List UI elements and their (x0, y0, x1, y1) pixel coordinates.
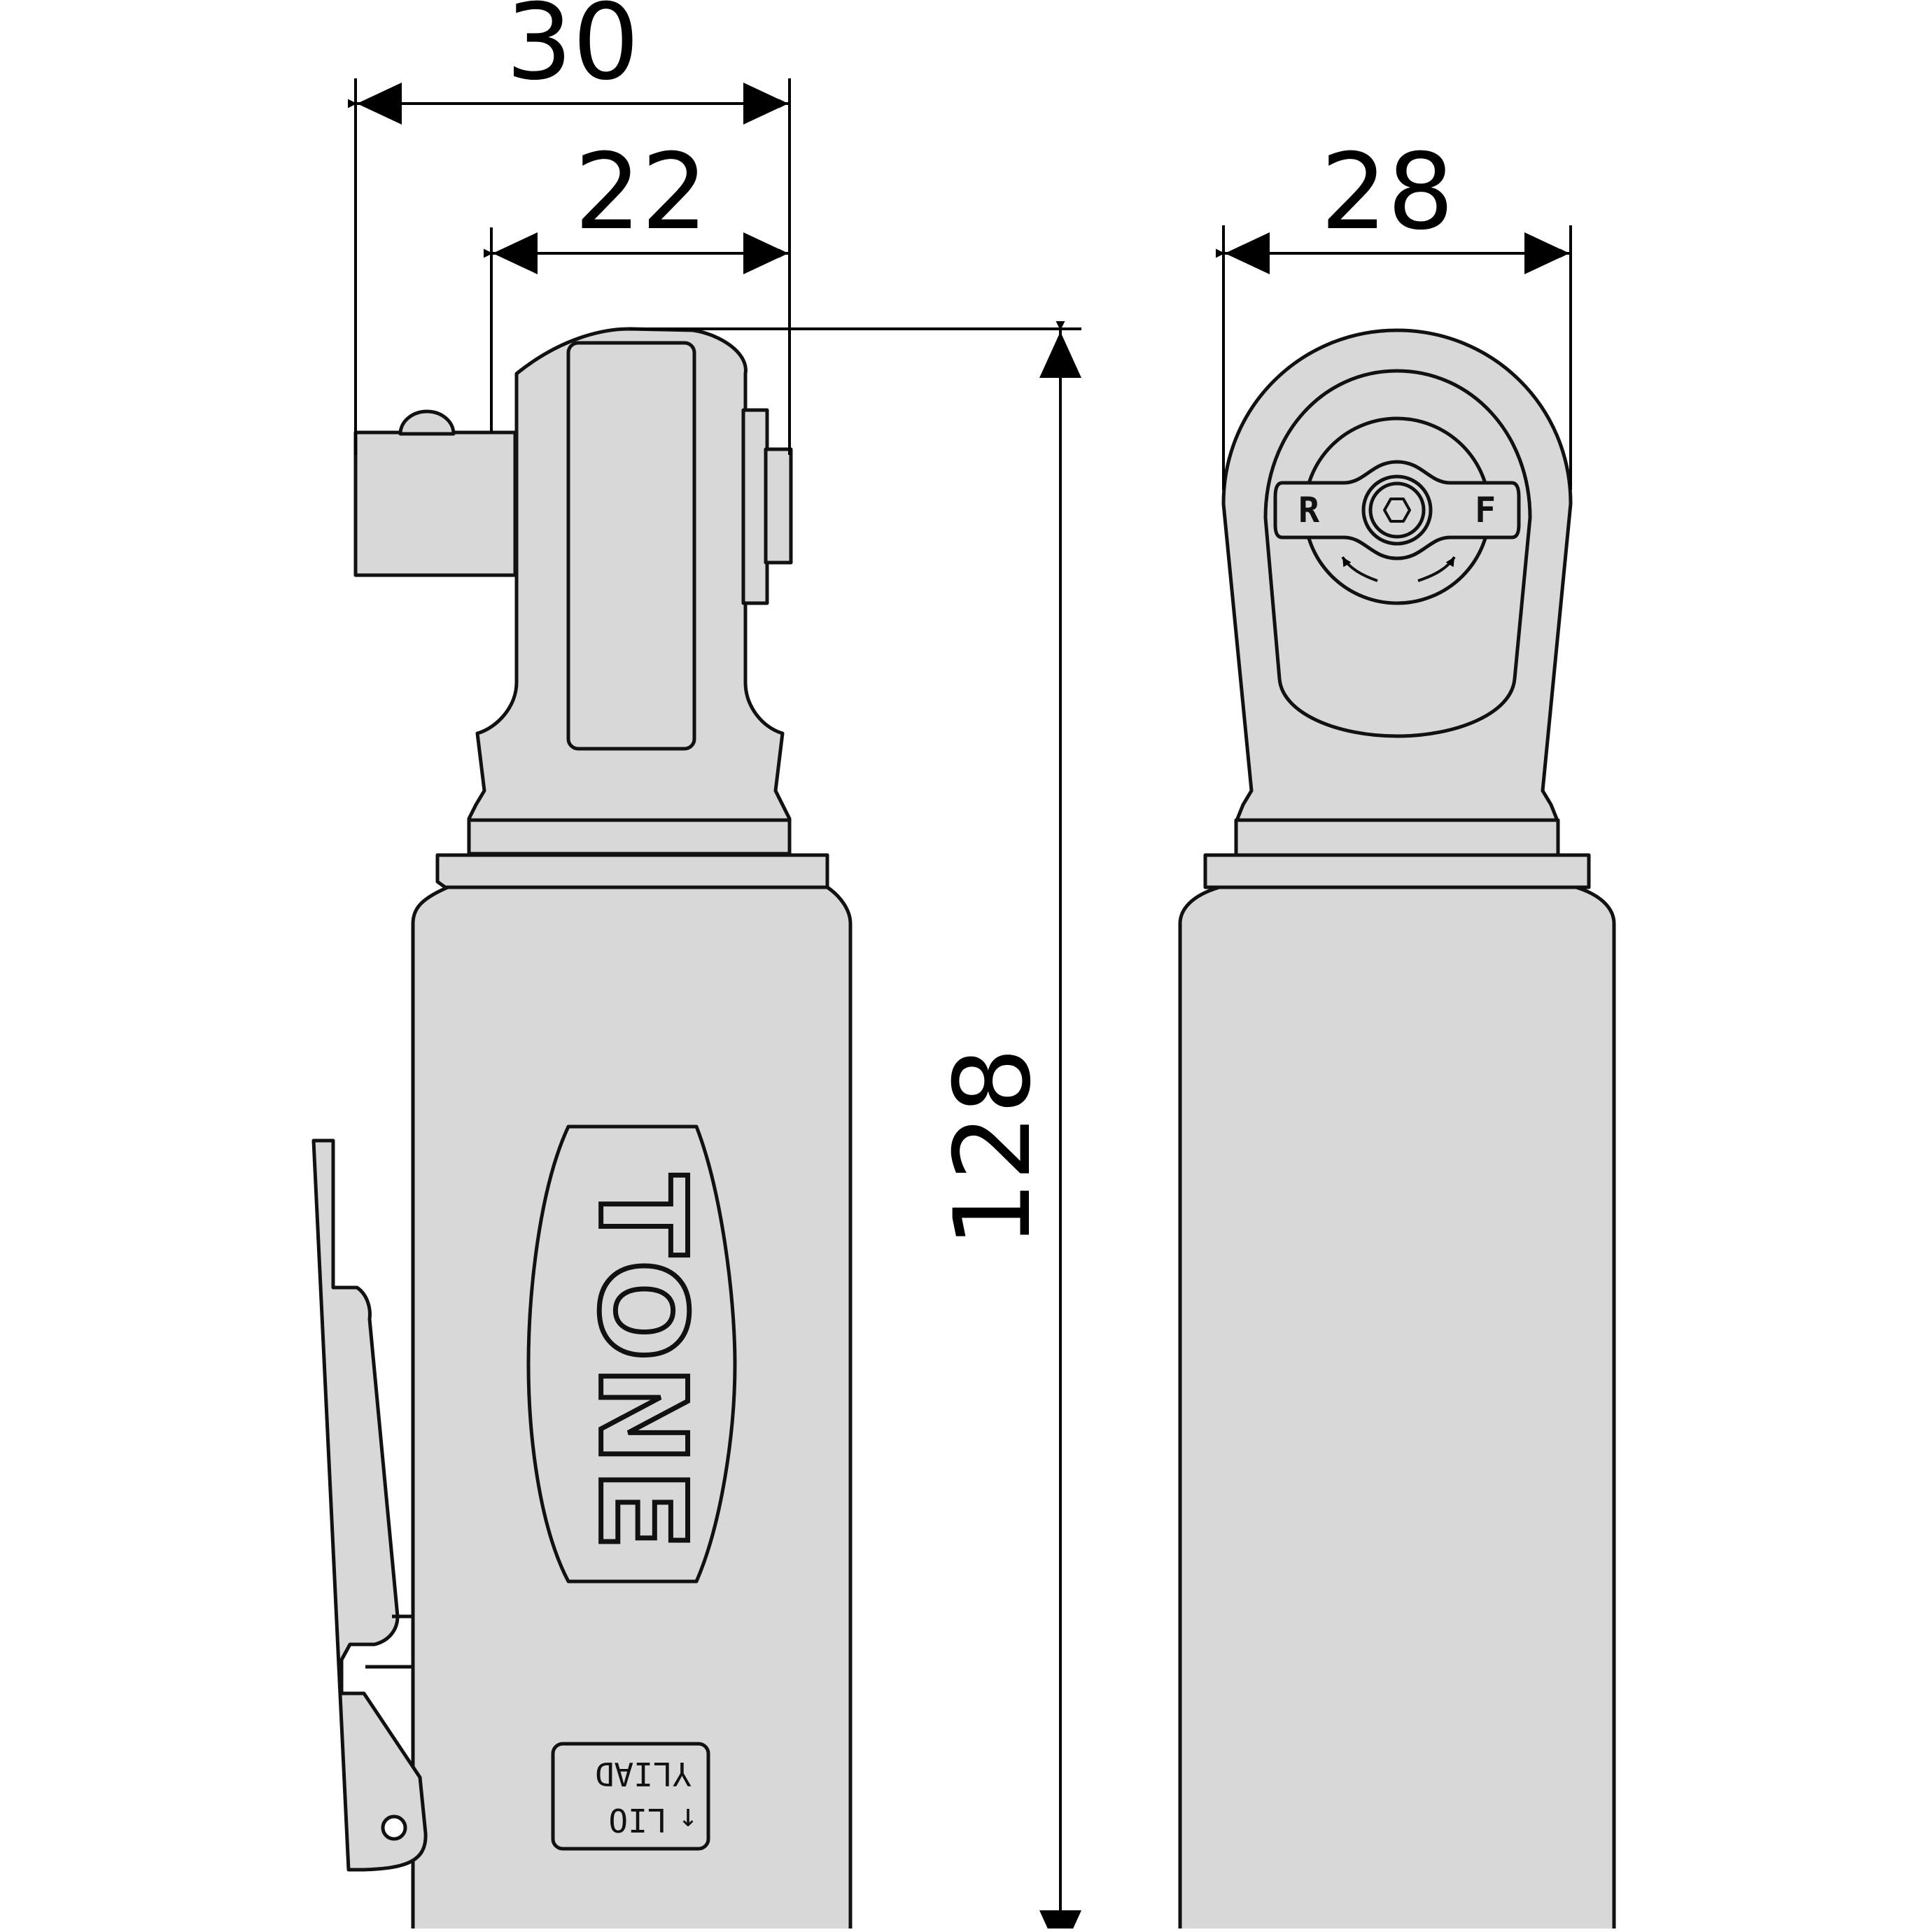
arrow-30-right (743, 83, 788, 125)
arrow-22-right (743, 232, 788, 274)
dim-label-28: 28 (1321, 132, 1454, 253)
throttle-lever (311, 1138, 428, 1872)
reverse-arrow-icon (1341, 556, 1378, 582)
front-neck-collar (1234, 818, 1560, 857)
front-view (1178, 328, 1616, 1932)
dimension-arrowheads (357, 83, 1569, 1932)
oil-label-group: LIO ↑ YLIAD (595, 1755, 698, 1839)
center-bolt (1361, 474, 1433, 546)
arrow-22-left (493, 232, 538, 274)
dim-label-128: 128 (932, 1048, 1054, 1248)
arrow-28-right (1524, 232, 1569, 274)
body-collar (435, 853, 829, 889)
center-bolt-inner (1368, 481, 1426, 539)
oil-plate (551, 1742, 710, 1851)
neck-collar (467, 818, 792, 856)
lever-bracket (365, 1614, 415, 1669)
drive-detent-ball (398, 409, 456, 436)
square-drive (353, 430, 517, 577)
brand-label: TONE (573, 1175, 711, 1555)
side-view (311, 327, 853, 1932)
hex-socket-icon (1383, 498, 1411, 523)
reverse-letter: R (1298, 490, 1320, 530)
dimension-lines (348, 78, 1572, 1932)
oil-label-line1: LIO (608, 1801, 666, 1839)
arrow-30-left (357, 83, 402, 125)
forward-letter: F (1475, 490, 1496, 530)
oil-label-arrow: ↑ (678, 1801, 698, 1839)
arrow-128-bottom (1039, 1910, 1081, 1932)
front-main-body (1178, 885, 1616, 1932)
head-side-nut (764, 447, 793, 565)
front-head-inner (1263, 369, 1532, 738)
dim-label-22: 22 (575, 132, 708, 253)
brand-plate (526, 1124, 737, 1584)
dim-label-30: 30 (506, 0, 640, 104)
head-side-plate (741, 408, 769, 605)
arrow-28-left (1225, 232, 1270, 274)
arrow-128-top (1039, 332, 1081, 378)
lever-pivot-pin (381, 1814, 407, 1841)
head-recess (566, 341, 696, 751)
forward-arrow-icon (1417, 556, 1456, 582)
front-body-collar (1203, 853, 1591, 889)
oil-label-line3: YLIAD (595, 1755, 692, 1793)
